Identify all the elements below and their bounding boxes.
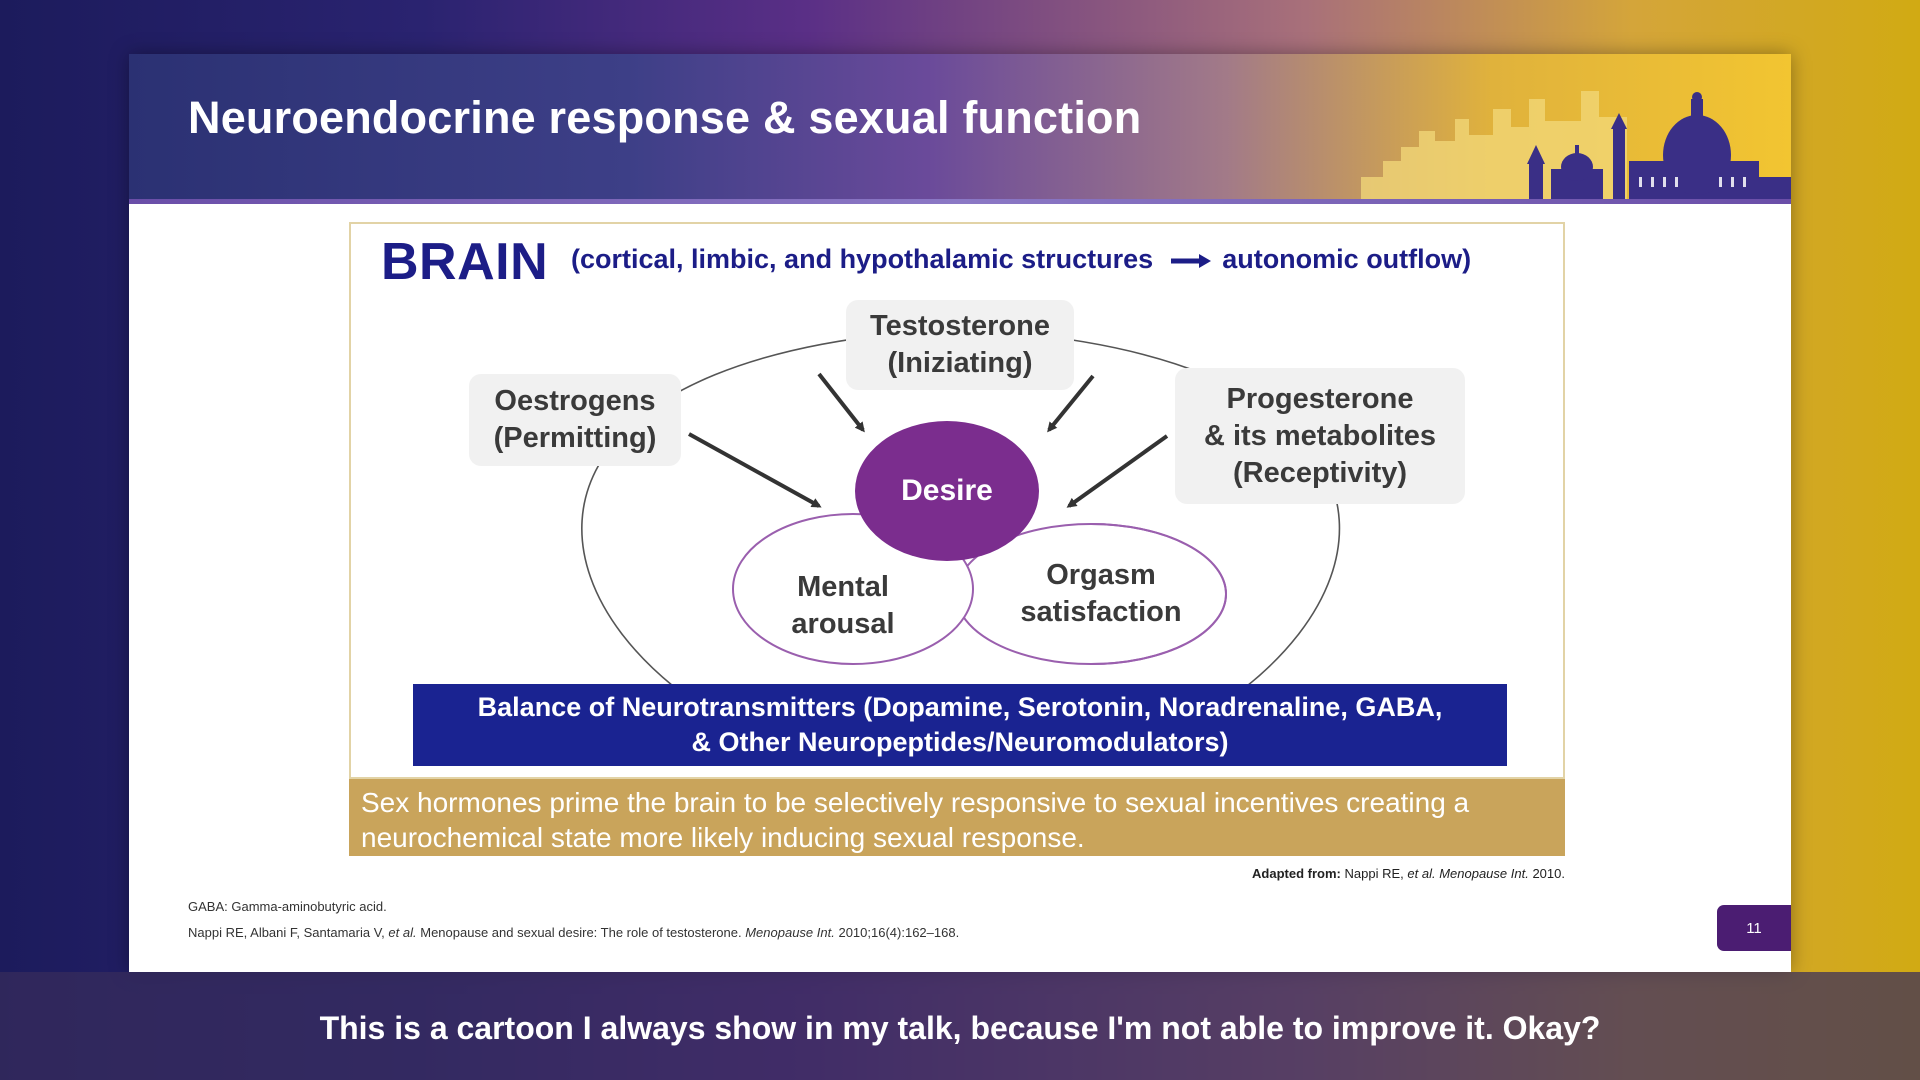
- orgasm-satisfaction-label: Orgasm satisfaction: [991, 557, 1211, 631]
- ref-journal: Menopause Int.: [745, 925, 835, 940]
- right-arrow-icon: [1170, 253, 1211, 268]
- progesterone-role: (Receptivity): [1232, 456, 1408, 489]
- page-number-badge: 11: [1717, 905, 1791, 951]
- neurotransmitters-line1: Balance of Neurotransmitters (Dopamine, …: [477, 692, 1443, 722]
- arrow-progesterone-to-desire: [1066, 434, 1169, 508]
- source-citation: Adapted from: Nappi RE, et al. Menopause…: [865, 866, 1565, 881]
- slide-header: Neuroendocrine response & sexual functio…: [129, 54, 1791, 204]
- source-authors: Nappi RE,: [1344, 866, 1404, 881]
- subtitle-caption: This is a cartoon I always show in my ta…: [319, 1010, 1601, 1046]
- brain-subtitle-outflow: autonomic outflow): [1222, 244, 1472, 274]
- neurotransmitters-line2: & Other Neuropeptides/Neuromodulators): [691, 727, 1229, 757]
- ref-title: Menopause and sexual desire: The role of…: [420, 925, 742, 940]
- source-label: Adapted from:: [1252, 866, 1341, 881]
- brain-title: BRAIN: [381, 233, 549, 291]
- summary-note-line2: neurochemical state more likely inducing…: [361, 822, 1085, 853]
- arrow-oestrogens-to-desire: [688, 432, 822, 508]
- progesterone-metabolites: & its metabolites: [1203, 419, 1437, 452]
- slide: Neuroendocrine response & sexual functio…: [129, 54, 1791, 972]
- brain-subtitle-structures: (cortical, limbic, and hypothalamic stru…: [571, 244, 1154, 274]
- ref-details: 2010;16(4):162–168.: [838, 925, 960, 940]
- source-year: 2010.: [1532, 866, 1565, 881]
- neurotransmitters-banner: Balance of Neurotransmitters (Dopamine, …: [413, 684, 1507, 766]
- testosterone-role: (Iniziating): [887, 347, 1033, 379]
- diagram-graphics: [581, 328, 1341, 687]
- progesterone-box: Progesterone & its metabolites (Receptiv…: [1175, 368, 1465, 504]
- oestrogens-role: (Permitting): [493, 422, 657, 454]
- reference-footnote: Nappi RE, Albani F, Santamaria V, et al.…: [188, 925, 959, 940]
- source-etal: et al.: [1407, 866, 1436, 881]
- brain-subtitle: (cortical, limbic, and hypothalamic stru…: [571, 244, 1471, 275]
- mental-arousal-label: Mental arousal: [763, 569, 923, 643]
- orgasm-line2: satisfaction: [1020, 596, 1182, 628]
- progesterone-label: Progesterone: [1226, 382, 1414, 415]
- orgasm-line1: Orgasm: [1046, 559, 1156, 591]
- brain-diagram: BRAIN (cortical, limbic, and hypothalami…: [349, 222, 1565, 779]
- testosterone-box: Testosterone (Iniziating): [846, 300, 1074, 390]
- arrow-testosterone-right: [1047, 374, 1095, 433]
- source-journal: Menopause Int.: [1439, 866, 1529, 881]
- slide-title: Neuroendocrine response & sexual functio…: [188, 92, 1142, 143]
- testosterone-label: Testosterone: [870, 310, 1050, 342]
- summary-note-line1: Sex hormones prime the brain to be selec…: [361, 787, 1470, 818]
- arrow-testosterone-left: [817, 372, 865, 433]
- abbreviation-footnote: GABA: Gamma-aminobutyric acid.: [188, 899, 387, 914]
- oestrogens-box: Oestrogens (Permitting): [469, 374, 681, 466]
- mental-arousal-line1: Mental: [797, 571, 889, 603]
- summary-note: Sex hormones prime the brain to be selec…: [349, 779, 1565, 856]
- mental-arousal-line2: arousal: [791, 608, 895, 640]
- florence-skyline-icon: [1361, 91, 1791, 199]
- subtitle-caption-bar: This is a cartoon I always show in my ta…: [0, 972, 1920, 1080]
- ref-authors: Nappi RE, Albani F, Santamaria V,: [188, 925, 385, 940]
- ref-etal: et al.: [388, 925, 417, 940]
- oestrogens-label: Oestrogens: [494, 385, 656, 417]
- desire-label: Desire: [901, 474, 993, 507]
- desire-ellipse: [855, 421, 1039, 561]
